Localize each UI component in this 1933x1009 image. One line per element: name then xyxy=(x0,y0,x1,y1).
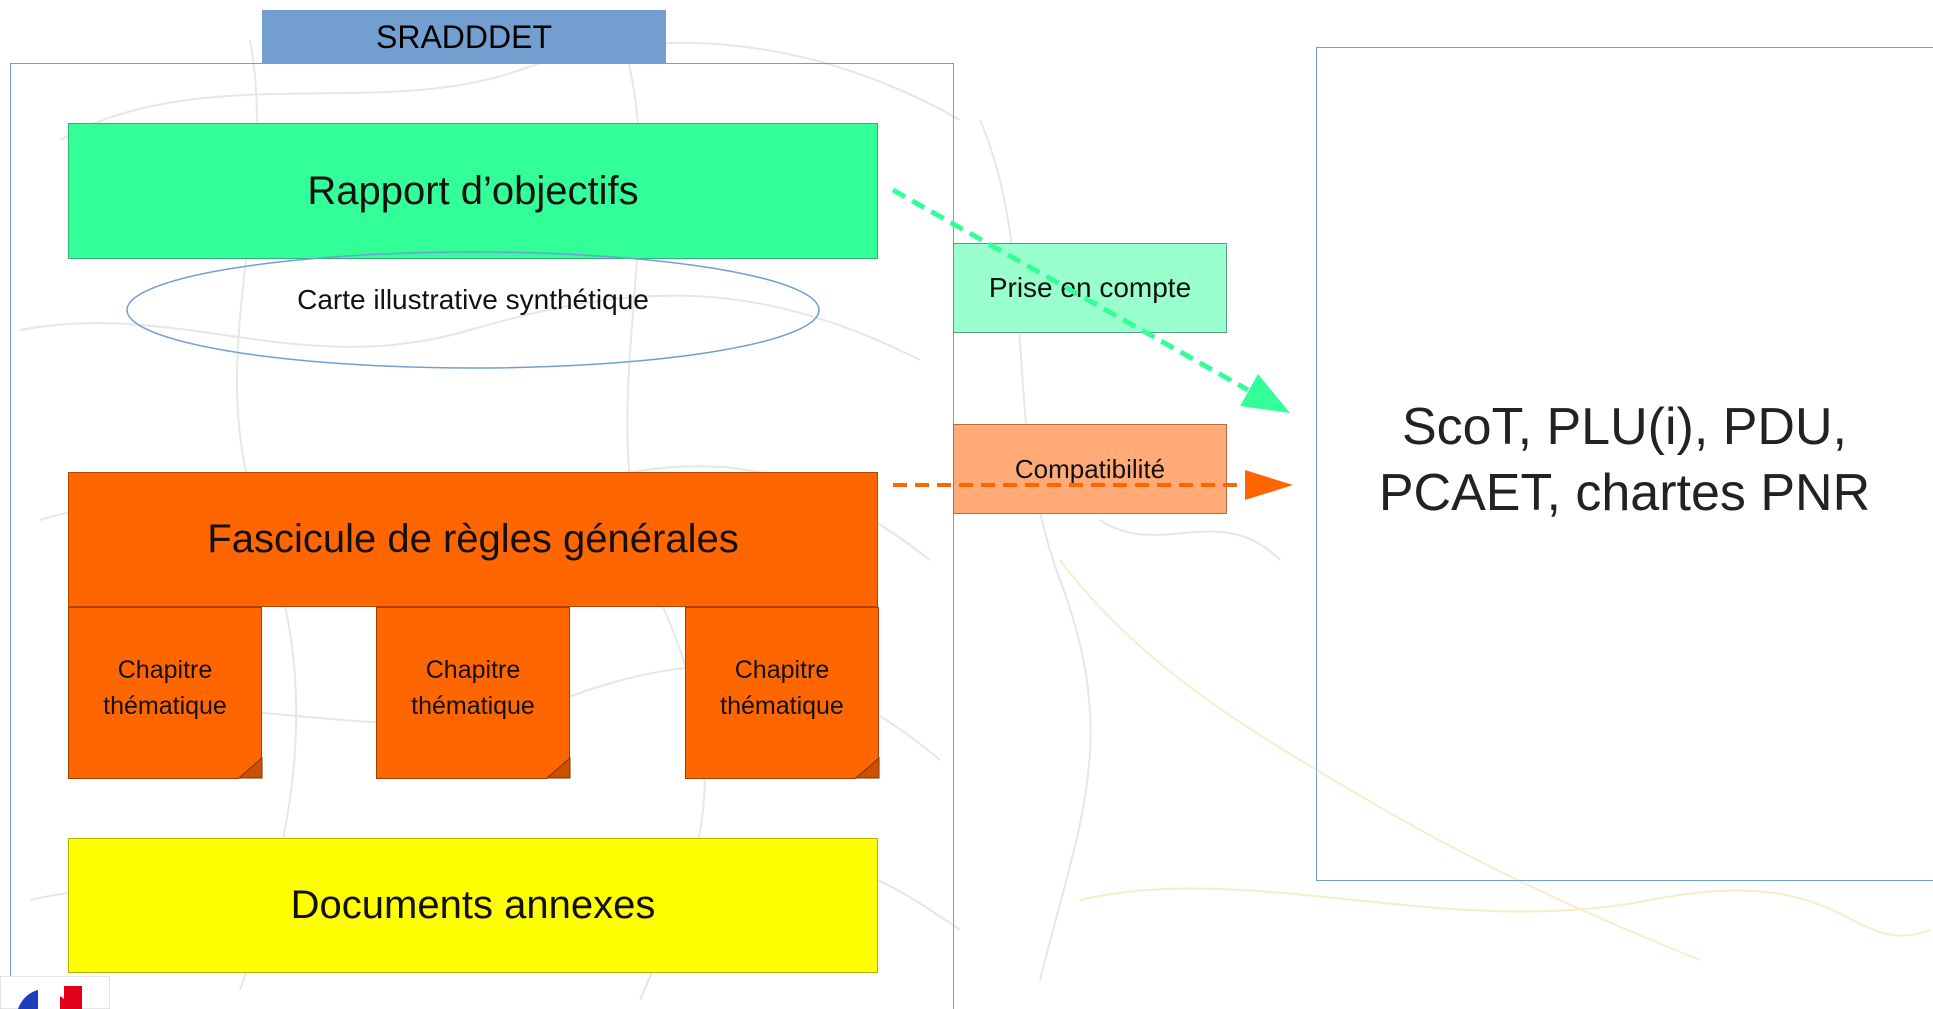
carte-illustrative-label-wrap: Carte illustrative synthétique xyxy=(125,268,821,332)
french-republic-flag-logo xyxy=(0,976,110,1009)
prise-en-compte-label: Prise en compte xyxy=(988,272,1192,303)
documents-annexes-label: Documents annexes xyxy=(290,883,656,927)
chapitre-thematique-3: Chapitre thématique xyxy=(685,607,879,779)
compatibilite-box: Compatibilité xyxy=(953,424,1227,514)
carte-illustrative-ellipse xyxy=(126,251,820,369)
chapitre-thematique-1: Chapitre thématique xyxy=(68,607,262,779)
fascicule-regles-label: Fascicule de règles générales xyxy=(207,517,739,561)
chapitre-1-line2: thématique xyxy=(103,692,227,720)
target-line-2: PCAET, chartes PNR xyxy=(1378,464,1871,522)
target-documents-frame xyxy=(1316,47,1933,881)
chapitre-2-line2: thématique xyxy=(411,692,535,720)
carte-illustrative-label: Carte illustrative synthétique xyxy=(297,284,649,315)
sradddet-title-text: SRADDDET xyxy=(375,18,552,55)
chapitre-3-line1: Chapitre xyxy=(734,656,830,684)
chapitre-3-line2: thématique xyxy=(720,692,844,720)
rapport-objectifs-label: Rapport d’objectifs xyxy=(307,168,639,213)
chapitre-2-line1: Chapitre xyxy=(425,656,521,684)
prise-en-compte-box: Prise en compte xyxy=(953,243,1227,333)
sradddet-title: SRADDDET xyxy=(262,10,666,64)
rapport-objectifs-box: Rapport d’objectifs xyxy=(68,123,878,259)
target-line-1: ScoT, PLU(i), PDU, xyxy=(1402,398,1847,456)
target-documents-label: ScoT, PLU(i), PDU, PCAET, chartes PNR xyxy=(1316,380,1933,540)
chapitre-thematique-2: Chapitre thématique xyxy=(376,607,570,779)
fascicule-regles-box: Fascicule de règles générales xyxy=(68,472,878,607)
compatibilite-label: Compatibilité xyxy=(1014,453,1166,484)
chapitre-1-line1: Chapitre xyxy=(117,656,213,684)
documents-annexes-box: Documents annexes xyxy=(68,838,878,973)
